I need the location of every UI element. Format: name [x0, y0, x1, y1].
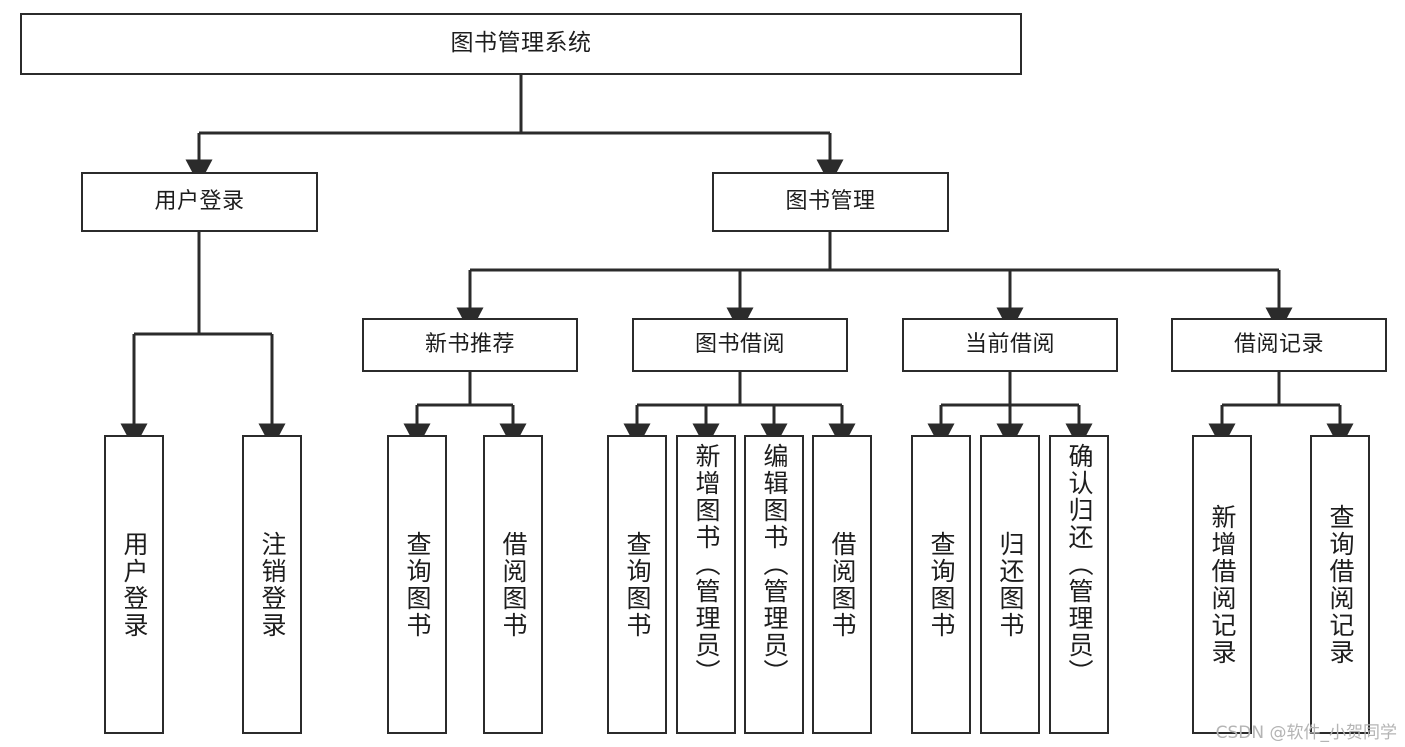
- node-label: 查询借阅记录: [1326, 503, 1355, 666]
- node-leaf-return-book[interactable]: 归还图书: [980, 435, 1040, 734]
- node-label: 借阅图书: [499, 530, 528, 639]
- watermark: CSDN @软件_小贺同学: [1215, 723, 1397, 743]
- node-label: 图书借阅: [694, 331, 785, 357]
- node-leaf-add-book-admin[interactable]: 新增图书（管理员）: [676, 435, 736, 734]
- node-borrow-record[interactable]: 借阅记录: [1171, 318, 1387, 372]
- node-current-borrow[interactable]: 当前借阅: [902, 318, 1118, 372]
- node-new-book-recommend[interactable]: 新书推荐: [362, 318, 578, 372]
- node-book-borrow[interactable]: 图书借阅: [632, 318, 848, 372]
- node-leaf-logout-login[interactable]: 注销登录: [242, 435, 302, 734]
- node-label: 确认归还（管理员）: [1065, 443, 1094, 686]
- node-label: 新增图书（管理员）: [692, 443, 721, 686]
- node-leaf-add-borrow-record[interactable]: 新增借阅记录: [1192, 435, 1252, 734]
- node-label: 查询图书: [403, 530, 432, 639]
- node-label: 归还图书: [996, 530, 1025, 639]
- node-label: 用户登录: [120, 530, 149, 639]
- node-leaf-query-book-current[interactable]: 查询图书: [911, 435, 971, 734]
- node-leaf-edit-book-admin[interactable]: 编辑图书（管理员）: [744, 435, 804, 734]
- node-label: 查询图书: [623, 530, 652, 639]
- node-label: 用户登录: [154, 188, 245, 214]
- node-label: 新增借阅记录: [1208, 503, 1237, 666]
- node-label: 借阅记录: [1233, 331, 1324, 357]
- node-label: 借阅图书: [828, 530, 857, 639]
- node-leaf-query-book-borrow[interactable]: 查询图书: [607, 435, 667, 734]
- node-leaf-confirm-return-admin[interactable]: 确认归还（管理员）: [1049, 435, 1109, 734]
- node-leaf-borrow-book-recommend[interactable]: 借阅图书: [483, 435, 543, 734]
- node-label: 新书推荐: [424, 331, 515, 357]
- node-leaf-user-login[interactable]: 用户登录: [104, 435, 164, 734]
- node-label: 注销登录: [258, 530, 287, 639]
- node-leaf-query-borrow-record[interactable]: 查询借阅记录: [1310, 435, 1370, 734]
- node-leaf-query-book-recommend[interactable]: 查询图书: [387, 435, 447, 734]
- node-leaf-borrow-book[interactable]: 借阅图书: [812, 435, 872, 734]
- node-user-login[interactable]: 用户登录: [81, 172, 318, 232]
- node-root-system[interactable]: 图书管理系统: [20, 13, 1022, 75]
- node-label: 查询图书: [927, 530, 956, 639]
- node-label: 图书管理: [785, 188, 876, 214]
- node-label: 编辑图书（管理员）: [760, 443, 789, 686]
- node-label: 图书管理系统: [450, 30, 592, 57]
- node-book-management[interactable]: 图书管理: [712, 172, 949, 232]
- node-label: 当前借阅: [964, 331, 1055, 357]
